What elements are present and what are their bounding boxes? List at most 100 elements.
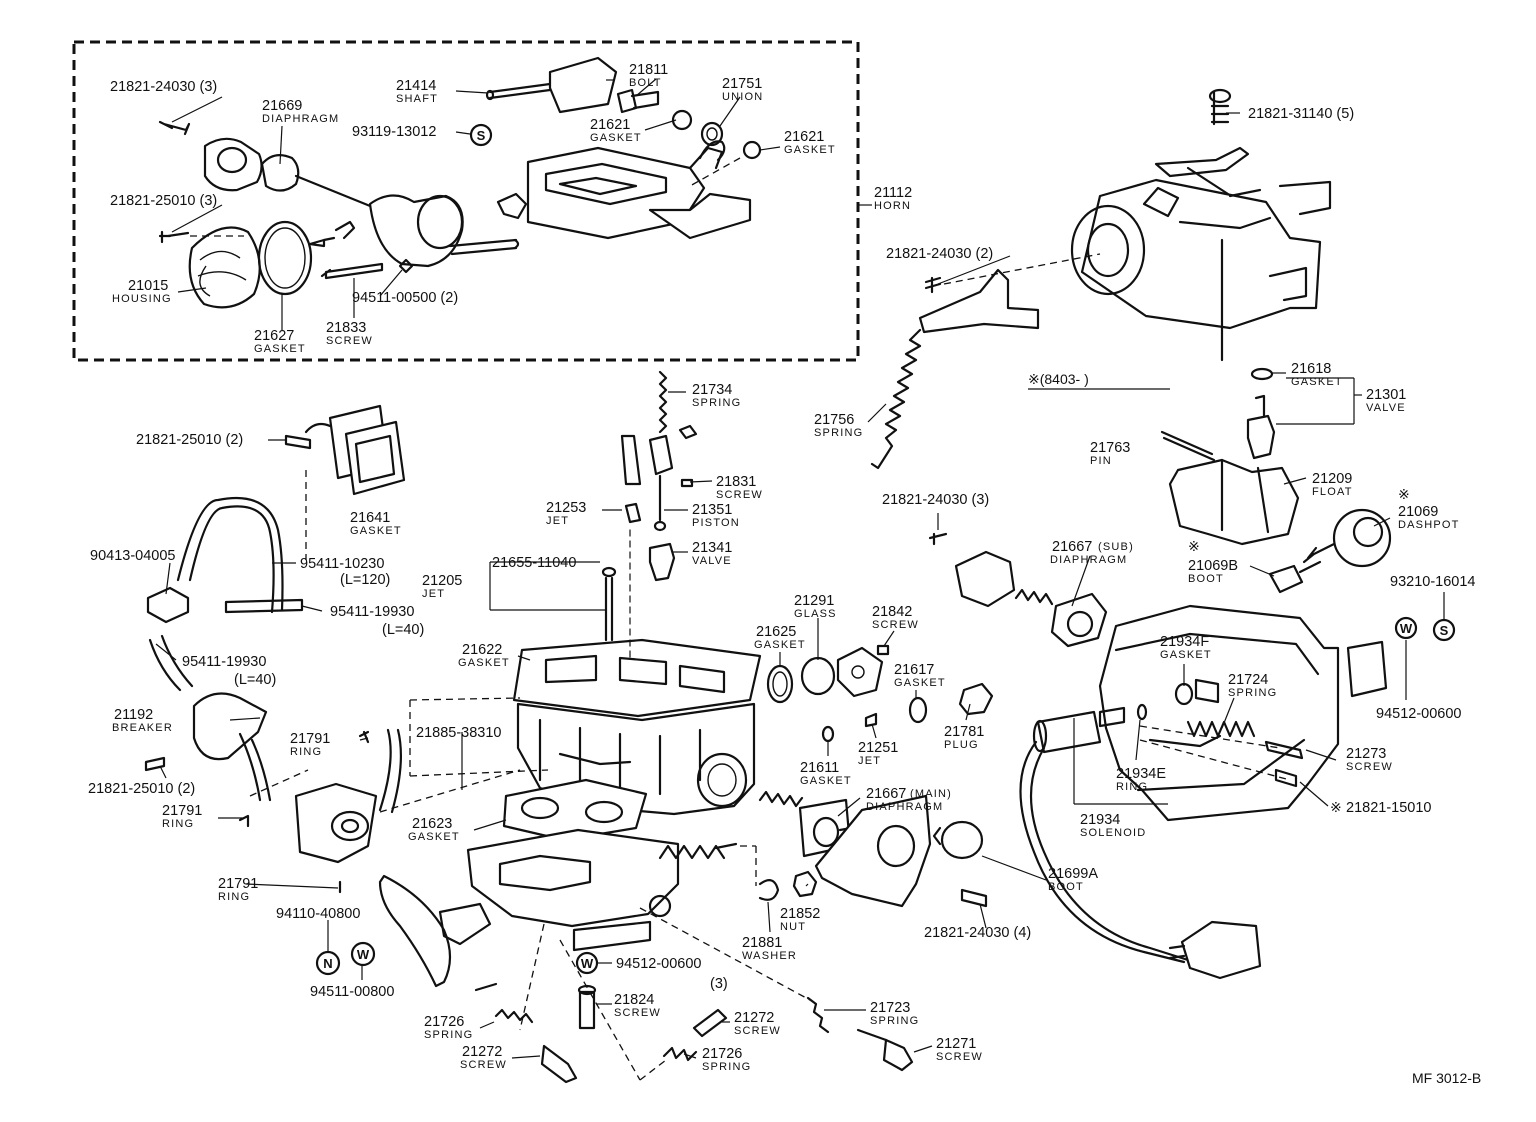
label-21811-num: 21811 — [629, 62, 668, 78]
bottom-fasteners-and-springs — [494, 984, 914, 1084]
label-21271-name: SCREW — [936, 1051, 983, 1063]
label-21192-num: 21192 — [114, 707, 153, 723]
label-21781-name: PLUG — [944, 739, 979, 751]
label-21272a-name: SCREW — [734, 1025, 781, 1037]
label-21192-name: BREAKER — [112, 722, 173, 734]
label-21667main-num: 21667 — [866, 786, 906, 802]
label-21253-name: JET — [546, 515, 569, 527]
label-21667sub-num: 21667 — [1052, 539, 1092, 555]
label-21618-name: GASKET — [1291, 376, 1343, 388]
label-21852-num: 21852 — [780, 906, 820, 922]
period-note: ※(8403- ) — [1028, 371, 1089, 387]
label-21763-num: 21763 — [1090, 440, 1130, 456]
label-21934f-name: GASKET — [1160, 649, 1212, 661]
label-21641-name: GASKET — [350, 525, 402, 537]
label-21756-name: SPRING — [814, 427, 863, 439]
label-21821-24030-3b: 21821-24030 (3) — [882, 492, 989, 508]
symbol-markers-left: N W W S — [315, 123, 599, 976]
label-21824-num: 21824 — [614, 992, 654, 1008]
label-21291-name: GLASS — [794, 608, 837, 620]
carburetor-main-body — [466, 370, 1108, 952]
label-21627-name: GASKET — [254, 343, 306, 355]
label-21723-name: SPRING — [870, 1015, 919, 1027]
label-21791b-num: 21791 — [162, 803, 202, 819]
label-21934e-num: 21934E — [1116, 766, 1166, 782]
label-21273-num: 21273 — [1346, 746, 1386, 762]
label-21791a-name: RING — [290, 746, 322, 758]
s-symbol: S — [1440, 623, 1449, 638]
label-21351-name: PISTON — [692, 517, 740, 529]
symbol-markers-right: S W — [1394, 616, 1456, 642]
vacuum-hoses-and-breaker — [144, 404, 498, 992]
label-21069b-name: BOOT — [1188, 573, 1224, 585]
label-21301-name: VALVE — [1366, 402, 1406, 414]
label-21209-name: FLOAT — [1312, 486, 1353, 498]
label-21821-25010-2a: 21821-25010 (2) — [136, 432, 243, 448]
label-21669-num: 21669 — [262, 98, 302, 114]
w-symbol: W — [1400, 621, 1413, 636]
label-94512-00600a: 94512-00600 — [1376, 706, 1461, 722]
label-21821-25010-3: 21821-25010 (3) — [110, 193, 217, 209]
label-21621a-num: 21621 — [590, 117, 630, 133]
label-21751-name: UNION — [722, 91, 763, 103]
label-21205-num: 21205 — [422, 573, 462, 589]
label-21831-name: SCREW — [716, 489, 763, 501]
label-21781-num: 21781 — [944, 724, 984, 740]
label-21622-name: GASKET — [458, 657, 510, 669]
label-21751-num: 21751 — [722, 76, 762, 92]
label-21824-name: SCREW — [614, 1007, 661, 1019]
assembly-dashed-lines — [249, 470, 1291, 1081]
label-21726b-num: 21726 — [702, 1046, 742, 1062]
label-95411-19930b-note: (L=40) — [234, 672, 276, 688]
horn-group-dashed-leaders — [190, 157, 741, 237]
label-21726b-name: SPRING — [702, 1061, 751, 1073]
label-21112-name: HORN — [874, 200, 911, 212]
label-21763-name: PIN — [1090, 455, 1112, 467]
label-21811-name: BOLT — [629, 77, 662, 89]
label-21934e-name: RING — [1116, 781, 1148, 793]
label-21833-name: SCREW — [326, 335, 373, 347]
bracket-and-spring — [870, 253, 1101, 470]
label-21069b-mark: ※ — [1188, 538, 1200, 554]
leader-lines — [155, 78, 1445, 1059]
label-21611-num: 21611 — [800, 760, 839, 776]
label-21734-name: SPRING — [692, 397, 741, 409]
label-94110-40800: 94110-40800 — [276, 906, 360, 922]
label-21291-num: 21291 — [794, 593, 834, 609]
label-21205-name: JET — [422, 588, 445, 600]
label-21621a-name: GASKET — [590, 132, 642, 144]
n-symbol: N — [323, 956, 332, 971]
diagram-code: MF 3012-B — [1412, 1070, 1481, 1086]
label-21015-num: 21015 — [128, 278, 168, 294]
label-21627-num: 21627 — [254, 328, 294, 344]
label-21667main-suffix: (MAIN) — [910, 788, 952, 800]
part-labels: 21821-24030 (3) 21669 DIAPHRAGM 21414 SH… — [88, 62, 1481, 1086]
label-21069-mark: ※ — [1398, 486, 1410, 502]
label-21015-name: HOUSING — [112, 293, 172, 305]
label-21821-24030-3a: 21821-24030 (3) — [110, 79, 217, 95]
label-21617-num: 21617 — [894, 662, 934, 678]
label-21723-num: 21723 — [870, 1000, 910, 1016]
label-21351-num: 21351 — [692, 502, 732, 518]
label-21617-name: GASKET — [894, 677, 946, 689]
label-21791c-num: 21791 — [218, 876, 258, 892]
label-21272b-num: 21272 — [462, 1044, 502, 1060]
label-95411-19930a-note: (L=40) — [382, 622, 424, 638]
label-21934-name: SOLENOID — [1080, 827, 1146, 839]
label-21209-num: 21209 — [1312, 471, 1352, 487]
label-95411-10230-note: (L=120) — [340, 572, 390, 588]
label-21253-num: 21253 — [546, 500, 586, 516]
label-90413-04005: 90413-04005 — [90, 548, 175, 564]
label-21622-num: 21622 — [462, 642, 502, 658]
label-21756-num: 21756 — [814, 412, 854, 428]
label-21251-name: JET — [858, 755, 881, 767]
label-21699a-name: BOOT — [1048, 881, 1084, 893]
label-21734-num: 21734 — [692, 382, 732, 398]
label-21821-24030-2: 21821-24030 (2) — [886, 246, 993, 262]
label-21641-num: 21641 — [350, 510, 390, 526]
label-94511-00800: 94511-00800 — [310, 984, 394, 1000]
label-21621b-name: GASKET — [784, 144, 836, 156]
horn-assembly-group-box — [72, 40, 860, 362]
label-95411-19930b-num: 95411-19930 — [182, 654, 266, 670]
label-21414-num: 21414 — [396, 78, 436, 94]
